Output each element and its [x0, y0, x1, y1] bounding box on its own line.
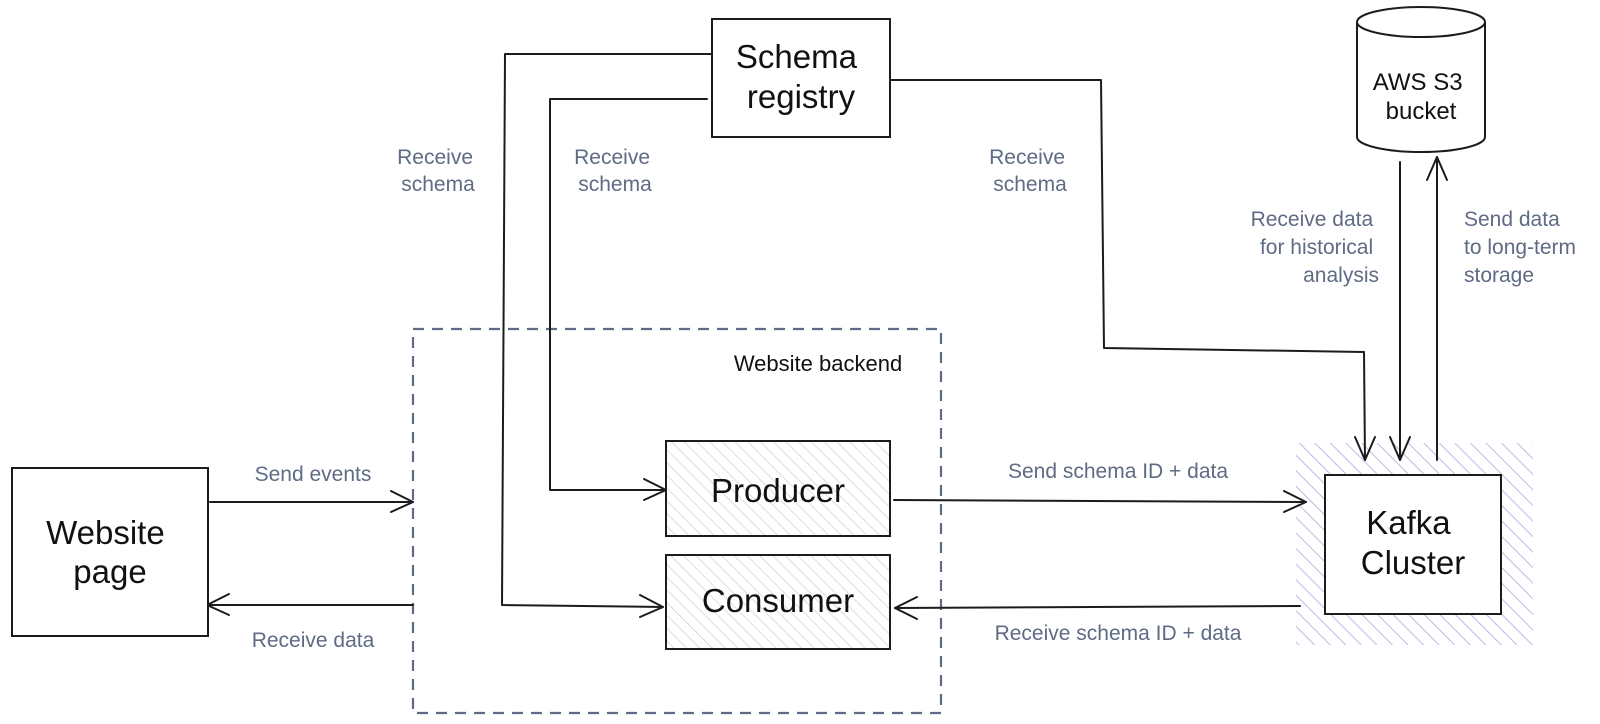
label-receive-schema-consumer: Receive schema	[397, 146, 479, 196]
website-page-label: Website page	[46, 514, 174, 590]
schema-registry-label: Schema registry	[736, 38, 866, 115]
arrowhead-send-events	[390, 490, 414, 513]
arrowhead-producer-to-kafka	[1283, 490, 1307, 513]
producer-node	[665, 440, 891, 537]
aws-s3-cylinder	[1356, 6, 1486, 153]
website-page-node	[11, 467, 209, 637]
arrowhead-s3-to-kafka	[1389, 436, 1411, 461]
website-backend-label: Website backend	[734, 351, 902, 376]
edge-schema-to-consumer	[501, 53, 713, 608]
label-receive-schema-kafka: Receive schema	[989, 146, 1071, 196]
edge-schema-to-producer	[549, 98, 708, 491]
consumer-node	[665, 554, 891, 650]
schema-registry-node	[711, 18, 891, 138]
arrowhead-kafka-to-s3	[1426, 156, 1448, 181]
label-receive-schema-id-data: Receive schema ID + data	[995, 622, 1242, 645]
kafka-cluster-label: Kafka Cluster	[1361, 504, 1466, 581]
label-send-schema-id-data: Send schema ID + data	[1008, 460, 1228, 483]
arrowhead-kafka-to-consumer	[894, 596, 918, 620]
label-receive-data: Receive data	[252, 629, 375, 652]
kafka-cluster-node	[1324, 474, 1502, 615]
edge-schema-to-kafka	[890, 79, 1366, 461]
edge-producer-to-kafka	[893, 499, 1307, 503]
consumer-label: Consumer	[702, 582, 854, 619]
label-receive-data-historical: Receive data for historical analysis	[1251, 208, 1379, 287]
label-send-data-storage: Send data to long-term storage	[1464, 208, 1582, 287]
arrowhead-schema-to-kafka	[1354, 436, 1376, 461]
label-receive-schema-producer: Receive schema	[574, 146, 656, 196]
edge-kafka-to-consumer	[894, 605, 1301, 609]
label-send-events: Send events	[255, 463, 372, 486]
arrowhead-schema-to-consumer	[639, 594, 664, 618]
aws-s3-label: AWS S3 bucket	[1373, 69, 1469, 125]
producer-label: Producer	[711, 472, 845, 509]
